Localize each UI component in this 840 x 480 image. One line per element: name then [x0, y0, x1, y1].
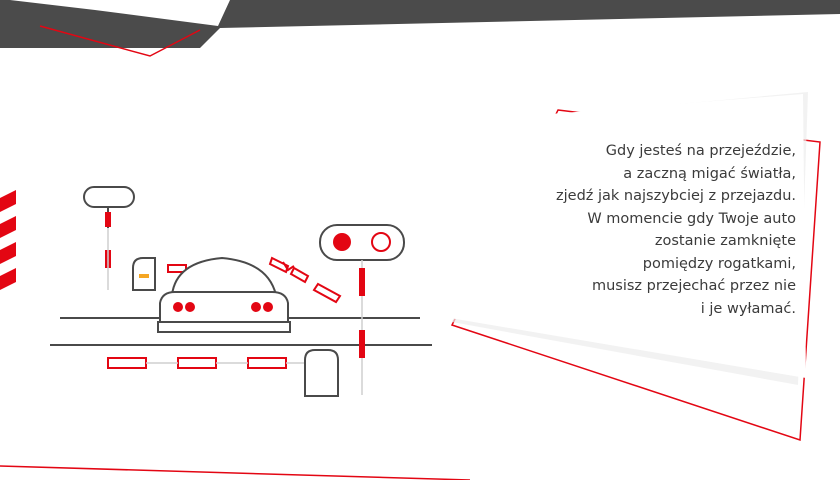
car-icon	[157, 256, 291, 333]
instruction-line: Gdy jesteś na przejeździe,	[605, 143, 796, 159]
instruction-line: W momencie gdy Twoje auto	[587, 210, 796, 227]
broken-barrier-arm	[268, 256, 342, 304]
railway-barrier-icon	[132, 257, 187, 291]
bottom-divider	[0, 465, 471, 480]
instruction-line: zostanie zamknięte	[654, 233, 796, 249]
instruction-card	[450, 92, 821, 442]
instruction-line: i je wyłamać.	[700, 300, 796, 317]
lower-barrier-arm	[107, 357, 287, 369]
instruction-line: pomiędzy rogatkami,	[642, 255, 796, 272]
instruction-line: zjedź jak najszybciej z przejazdu.	[556, 188, 796, 204]
left-stripes-decoration	[0, 190, 16, 290]
barrier-housing	[304, 349, 339, 397]
instruction-line: a zaczną migać światła,	[623, 165, 796, 182]
warning-sign-post	[83, 186, 135, 290]
instruction-text: Gdy jesteś na przejeździe, a zaczną miga…	[520, 140, 796, 320]
traffic-signal-icon	[319, 224, 405, 395]
instruction-line: musisz przejechać przez nie	[591, 278, 796, 294]
header-band	[0, 0, 840, 57]
